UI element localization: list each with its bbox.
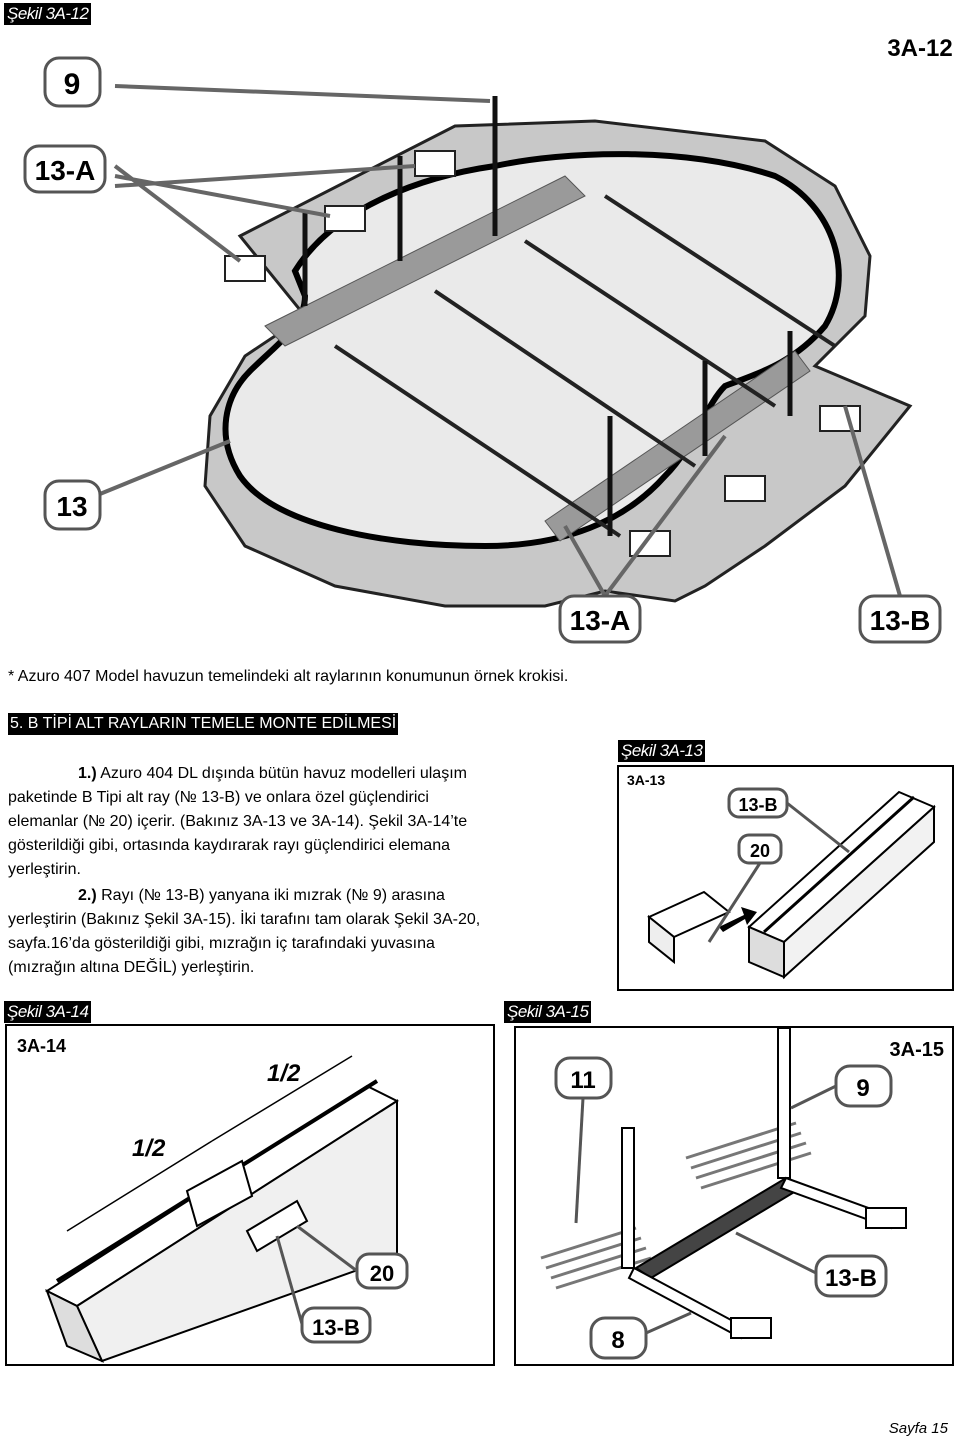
figure-code: 3A-13 (627, 772, 665, 788)
label-20: 20 (750, 841, 770, 861)
figure-3a-13: 3A-13 13-B 20 (617, 765, 954, 991)
step-1-line: yerleştirin. (8, 861, 81, 878)
label-13a-left: 13-A (35, 155, 96, 186)
label-13b: 13-B (825, 1265, 877, 1292)
base-plates (224, 150, 861, 557)
figure-tag-3a-14: Şekil 3A-14 (4, 1001, 92, 1023)
label-20: 20 (370, 1261, 394, 1286)
step-1-line: elemanlar (№ 20) içerir. (Bakınız 3A-13 … (8, 813, 468, 830)
figure-3a-15: 3A-15 11 9 13-B 8 (514, 1026, 954, 1366)
label-13a-bottom: 13-A (570, 605, 631, 636)
label-9: 9 (64, 68, 81, 101)
arrow-icon (719, 907, 757, 932)
leader-lines (94, 84, 902, 598)
section-heading: 5. B TİPİ ALT RAYLARIN TEMELE MONTE EDİL… (8, 713, 399, 735)
rail-drawing: 3A-13 13-B 20 (627, 772, 936, 980)
pool-foundation-drawing: 9 13-A 13 13-A 13-B 3A-12 (23, 35, 953, 644)
figure-code: 3A-12 (887, 35, 952, 62)
step-1-number: 1.) (78, 765, 97, 782)
spears (302, 96, 793, 536)
rail-between-spears-drawing: 3A-15 11 9 13-B 8 (540, 1028, 944, 1360)
cross-rails (333, 194, 837, 538)
figure-caption: * Azuro 407 Model havuzun temelindeki al… (8, 668, 569, 685)
figure-code: 3A-14 (17, 1036, 66, 1056)
figure-tag-3a-15: Şekil 3A-15 (504, 1001, 592, 1023)
label-13: 13 (56, 491, 87, 522)
figure-3a-12: 9 13-A 13 13-A 13-B 3A-12 (5, 26, 957, 666)
step-2-line: Rayı (№ 13-B) yanyana iki mızrak (№ 9) a… (101, 887, 445, 904)
step-2-line: sayfa.16’da gösterildiği gibi, mızrağın … (8, 935, 435, 952)
label-half-right: 1/2 (267, 1060, 301, 1087)
figure-3a-14: 3A-14 1/2 1/2 20 13-B (5, 1024, 495, 1366)
step-1-paragraph: 1.) Azuro 404 DL dışında bütün havuz mod… (8, 762, 598, 882)
label-13b: 13-B (312, 1315, 360, 1340)
label-8: 8 (611, 1327, 624, 1354)
rail-center-drawing: 3A-14 1/2 1/2 20 13-B (17, 1036, 409, 1363)
figure-labels: 9 13-A 13 13-A 13-B 3A-12 (23, 35, 953, 644)
step-2-line: (mızrağın altına DEĞİL) yerleştirin. (8, 959, 255, 976)
step-1-line: paketinde B Tipi alt ray (№ 13-B) ve onl… (8, 789, 429, 806)
label-13b: 13-B (870, 605, 931, 636)
step-1-line: gösterildiği gibi, ortasında kaydırarak … (8, 837, 450, 854)
step-2-line: yerleştirin (Bakınız Şekil 3A-15). İki t… (8, 911, 481, 928)
step-1-line: Azuro 404 DL dışında bütün havuz modelle… (100, 765, 467, 782)
label-9: 9 (856, 1075, 869, 1102)
page-number: Sayfa 15 (888, 1420, 948, 1437)
step-2-number: 2.) (78, 887, 97, 904)
figure-code: 3A-15 (890, 1039, 944, 1061)
label-11: 11 (570, 1067, 595, 1094)
step-2-paragraph: 2.) Rayı (№ 13-B) yanyana iki mızrak (№ … (8, 884, 598, 980)
label-half-left: 1/2 (132, 1135, 166, 1162)
figure-tag-3a-12: Şekil 3A-12 (4, 3, 92, 25)
label-13b: 13-B (738, 795, 777, 815)
figure-tag-3a-13: Şekil 3A-13 (618, 740, 706, 762)
